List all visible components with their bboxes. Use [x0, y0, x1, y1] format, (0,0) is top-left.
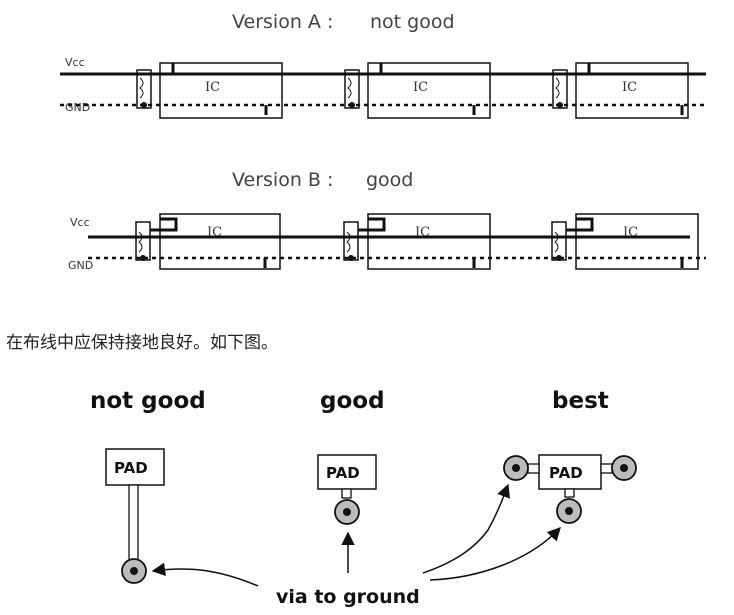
version-b-title: Version B : [232, 169, 333, 191]
version-b-cap-3 [551, 221, 567, 261]
version-b-ic-1: IC [150, 213, 281, 270]
not-good-title: not good [90, 388, 206, 414]
version-a-ic-3: IC [575, 62, 689, 119]
version-a-title: Version A : [232, 11, 333, 33]
via-to-ground-label: via to ground [276, 586, 420, 608]
good-pad-group: PAD [317, 454, 377, 525]
best-pad-group: PAD [503, 454, 637, 524]
version-b-ic-2: IC [358, 213, 491, 270]
version-a-cap-2 [344, 69, 360, 109]
version-b-ic-1-label: IC [207, 225, 222, 240]
version-a-ic-2: IC [367, 62, 491, 119]
version-a-verdict: not good [370, 11, 455, 33]
version-a-cap-1 [136, 69, 152, 109]
good-pad-label: PAD [326, 464, 360, 482]
version-a-ic-2-label: IC [413, 80, 428, 95]
version-a-gnd-label: GND [65, 101, 90, 114]
not-good-pad-label: PAD [114, 459, 148, 477]
version-b-ic-2-label: IC [415, 225, 430, 240]
version-b-cap-1 [135, 221, 151, 261]
caption-text: 在布线中应保持接地良好。如下图。 [6, 333, 278, 353]
version-a-vcc-label: Vcc [65, 56, 85, 69]
version-b-section: Version B : good Vcc GND IC IC [68, 169, 706, 272]
version-a-ic-3-label: IC [622, 80, 637, 95]
good-pad [317, 454, 377, 490]
pad-section: not good good best PAD PAD PAD [90, 388, 637, 608]
version-b-cap-2 [343, 221, 359, 261]
arrow-to-best-via-left [422, 483, 510, 574]
good-title: good [320, 388, 385, 414]
version-b-ic-3-label: IC [623, 225, 638, 240]
best-title: best [552, 388, 609, 414]
version-a-section: Version A : not good Vcc GND IC IC [60, 11, 706, 119]
version-a-ic-1-label: IC [205, 80, 220, 95]
best-pad-label: PAD [549, 464, 583, 482]
arrow-to-best-via-bottom [429, 527, 561, 581]
version-b-vcc-label: Vcc [70, 216, 90, 229]
arrow-to-not-good-via [151, 562, 259, 587]
not-good-pad-group: PAD [105, 448, 165, 584]
version-b-verdict: good [366, 169, 413, 191]
version-a-cap-3 [552, 69, 568, 109]
version-b-gnd-label: GND [68, 259, 93, 272]
version-a-ic-1: IC [159, 62, 283, 119]
version-b-ic-3: IC [566, 213, 699, 270]
